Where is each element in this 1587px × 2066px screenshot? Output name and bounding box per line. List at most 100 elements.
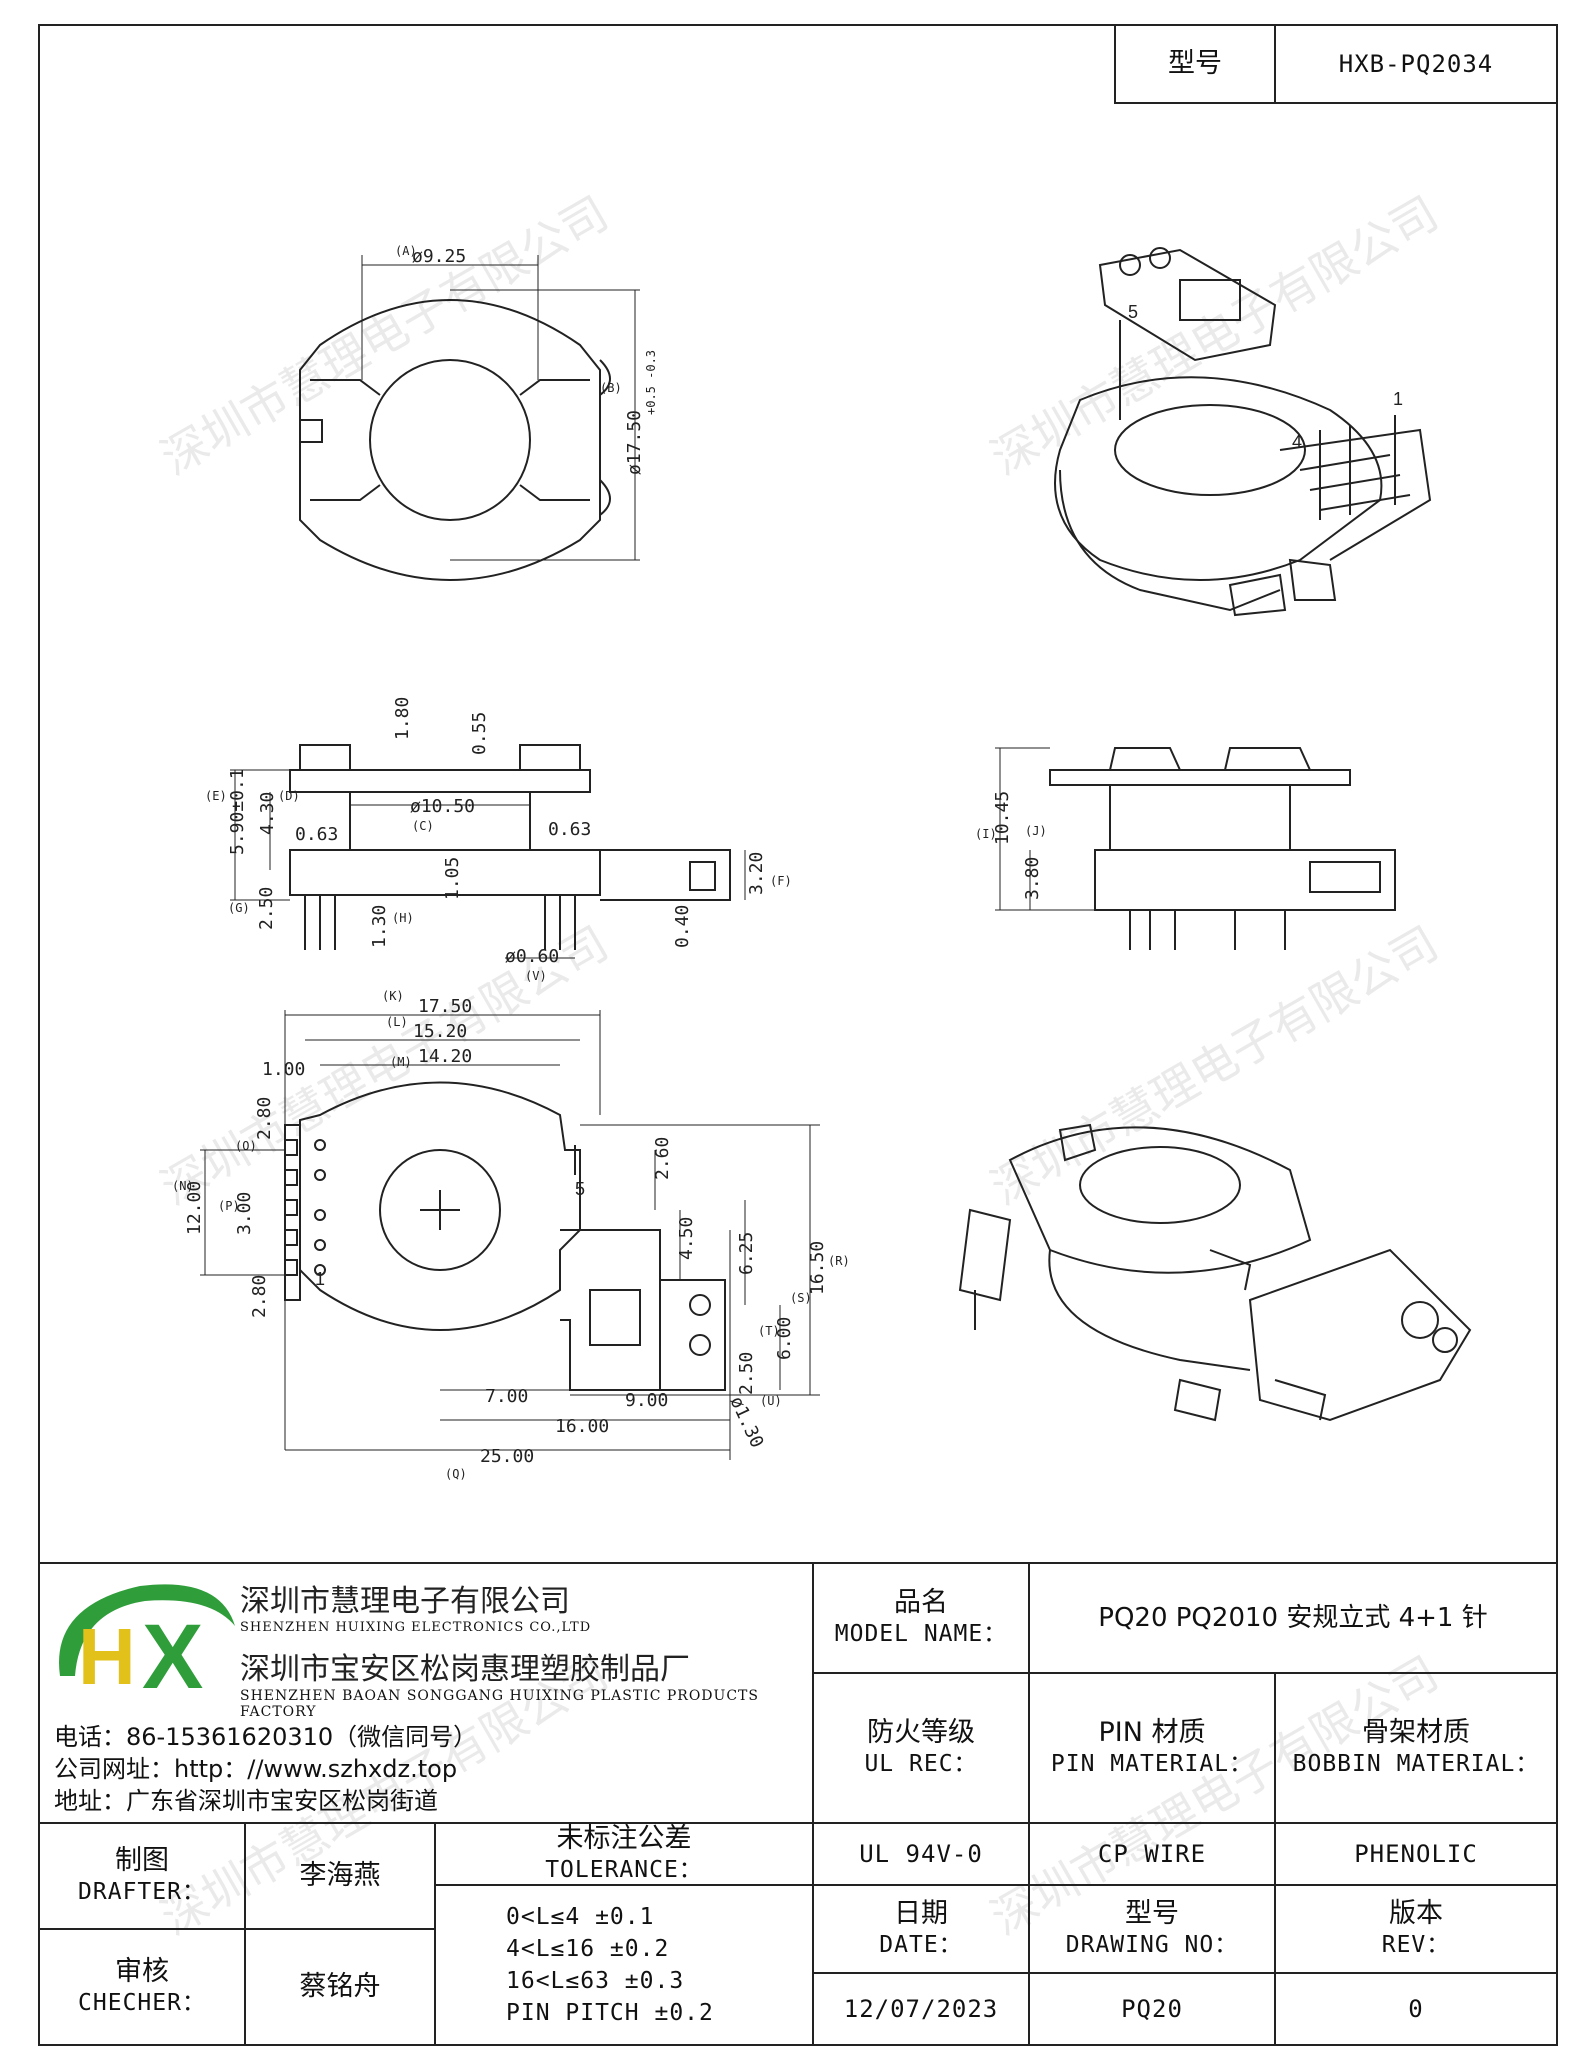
rev-label-zh: 版本: [1389, 1898, 1443, 1929]
ul-rec-label-en: UL REC：: [864, 1751, 978, 1777]
company-website: 公司网址：http：//www.szhxdz.top: [54, 1755, 458, 1783]
dim-bottom-280b: 2.80: [249, 1275, 270, 1318]
dim-bottom-2500: 25.00: [480, 1446, 534, 1467]
dim-mark-n: (N): [172, 1179, 194, 1193]
tolerance-line: PIN PITCH ±0.2: [506, 2000, 714, 2026]
dim-mark-e: (E): [205, 789, 227, 803]
pin-label-5: 5: [575, 1179, 585, 1199]
drafter-label-cell: 制图 DRAFTER：: [38, 1822, 246, 1930]
dim-mark-o: (O): [235, 1139, 257, 1153]
drawing-no-label-zh: 型号: [1125, 1898, 1179, 1929]
dim-bottom-1600: 16.00: [555, 1416, 609, 1437]
factory-name-zh: 深圳市宝安区松岗惠理塑胶制品厂: [240, 1652, 690, 1687]
dim-bottom-1650: 16.50: [807, 1241, 828, 1295]
factory-name-en: SHENZHEN BAOAN SONGGANG HUIXING PLASTIC …: [240, 1688, 759, 1720]
dim-top-tol-b: +0.5 -0.3: [644, 350, 658, 415]
rev-value: 0: [1408, 1995, 1424, 2023]
dim-side-250: 2.50: [256, 887, 277, 930]
rev-label-en: REV：: [1381, 1932, 1451, 1958]
technical-drawing: (A) ø9.25 (B) ø17.50 +0.5 -0.3 1.80 0.55…: [172, 244, 1472, 1481]
dim-front-1045: 10.45: [992, 791, 1013, 845]
rev-label-cell: 版本 REV：: [1274, 1884, 1558, 1974]
iso-pin-label-1: 1: [1393, 389, 1403, 409]
model-name-label-en: MODEL NAME：: [834, 1621, 1008, 1647]
pin-material-label-en: PIN MATERIAL：: [1050, 1751, 1254, 1777]
rev-value-cell: 0: [1274, 1972, 1558, 2046]
company-name-en: SHENZHEN HUIXING ELECTRONICS CO.,LTD: [240, 1620, 592, 1635]
dim-side-1050: ø10.50: [410, 796, 475, 817]
pin-material-value: CP WIRE: [1097, 1840, 1207, 1868]
logo-x: X: [142, 1606, 203, 1708]
dim-bottom-260: 2.60: [652, 1137, 673, 1180]
dim-bottom-300: 3.00: [234, 1192, 255, 1235]
dim-top-dia-a: ø9.25: [412, 246, 466, 267]
dim-mark-t: (T): [758, 1324, 780, 1338]
dim-side-180: 1.80: [392, 697, 413, 740]
dim-bottom-625: 6.25: [736, 1232, 757, 1275]
iso-pin-label-4: 4: [1292, 432, 1302, 452]
pin-material-label-zh: PIN 材质: [1098, 1717, 1206, 1748]
checker-name-cell: 蔡铭舟: [244, 1928, 436, 2046]
tolerance-values-cell: 0<L≤4 ±0.1 4<L≤16 ±0.2 16<L≤63 ±0.3 PIN …: [434, 1884, 814, 2046]
pin-material-label-cell: PIN 材质 PIN MATERIAL：: [1028, 1672, 1276, 1824]
checker-label-en: CHECHER：: [78, 1990, 206, 2016]
pin-material-value-cell: CP WIRE: [1028, 1822, 1276, 1886]
drafter-label-zh: 制图: [115, 1845, 169, 1876]
date-value: 12/07/2023: [843, 1995, 999, 2023]
date-label-en: DATE：: [879, 1932, 963, 1958]
date-label-zh: 日期: [894, 1898, 948, 1929]
dim-mark-l: (L): [386, 1015, 408, 1029]
dim-mark-d: (D): [278, 789, 300, 803]
drafter-label-en: DRAFTER：: [78, 1879, 206, 1905]
dim-mark-c: (C): [412, 819, 434, 833]
date-label-cell: 日期 DATE：: [812, 1884, 1030, 1974]
dim-mark-j: (J): [1025, 824, 1047, 838]
ul-rec-value-cell: UL 94V-0: [812, 1822, 1030, 1886]
drawing-no-value-cell: PQ20: [1028, 1972, 1276, 2046]
dim-bottom-900: 9.00: [625, 1390, 668, 1411]
drawing-no-label-en: DRAWING NO：: [1065, 1932, 1239, 1958]
checker-label-zh: 审核: [115, 1956, 169, 1987]
model-name-value: PQ20 PQ2010 安规立式 4+1 针: [1098, 1603, 1488, 1633]
dim-bottom-1200: 12.00: [184, 1181, 205, 1235]
dim-bottom-450: 4.50: [676, 1217, 697, 1260]
dim-side-040: 0.40: [672, 905, 693, 948]
dim-mark-h: (H): [392, 911, 414, 925]
ul-rec-value: UL 94V-0: [859, 1840, 983, 1868]
ul-rec-label-cell: 防火等级 UL REC：: [812, 1672, 1030, 1824]
dim-mark-a: (A): [395, 244, 417, 258]
dim-bottom-280a: 2.80: [254, 1097, 275, 1140]
checker-label-cell: 审核 CHECHER：: [38, 1928, 246, 2046]
dim-mark-b: (B): [600, 381, 622, 395]
logo-h: H: [78, 1612, 136, 1701]
dim-bottom-250b: 2.50: [736, 1352, 757, 1395]
checker-name: 蔡铭舟: [299, 1971, 381, 2002]
top-view: [299, 255, 640, 581]
tolerance-line: 0<L≤4 ±0.1: [506, 1904, 655, 1930]
dim-side-130: 1.30: [369, 905, 390, 948]
dim-bottom-100: 1.00: [262, 1059, 305, 1080]
drafter-name: 李海燕: [299, 1860, 381, 1891]
dim-bottom-1420: 14.20: [418, 1046, 472, 1067]
iso-view-top: [1054, 247, 1432, 617]
model-name-label-zh: 品名: [894, 1587, 948, 1618]
dim-top-dia-b: ø17.50: [624, 410, 645, 475]
bobbin-material-value: PHENOLIC: [1354, 1840, 1478, 1868]
iso-pin-label-5: 5: [1128, 302, 1138, 322]
drafter-name-cell: 李海燕: [244, 1822, 436, 1930]
dim-side-320: 3.20: [746, 852, 767, 895]
dim-mark-p: (P): [218, 1199, 240, 1213]
drawing-no-label-cell: 型号 DRAWING NO：: [1028, 1884, 1276, 1974]
tolerance-line: 4<L≤16 ±0.2: [506, 1936, 670, 1962]
dim-side-105: 1.05: [442, 857, 463, 900]
dim-side-055: 0.55: [469, 712, 490, 755]
dim-bottom-1520: 15.20: [413, 1021, 467, 1042]
dim-mark-s: (S): [790, 1291, 812, 1305]
tolerance-line: 16<L≤63 ±0.3: [506, 1968, 685, 1994]
pin-label-1: 1: [315, 1269, 325, 1289]
side-view: [230, 744, 746, 959]
dim-mark-q: (Q): [445, 1467, 467, 1481]
company-logo: H X: [59, 1584, 235, 1708]
dim-mark-r: (R): [828, 1254, 850, 1268]
drawing-no-value: PQ20: [1121, 1995, 1183, 2023]
